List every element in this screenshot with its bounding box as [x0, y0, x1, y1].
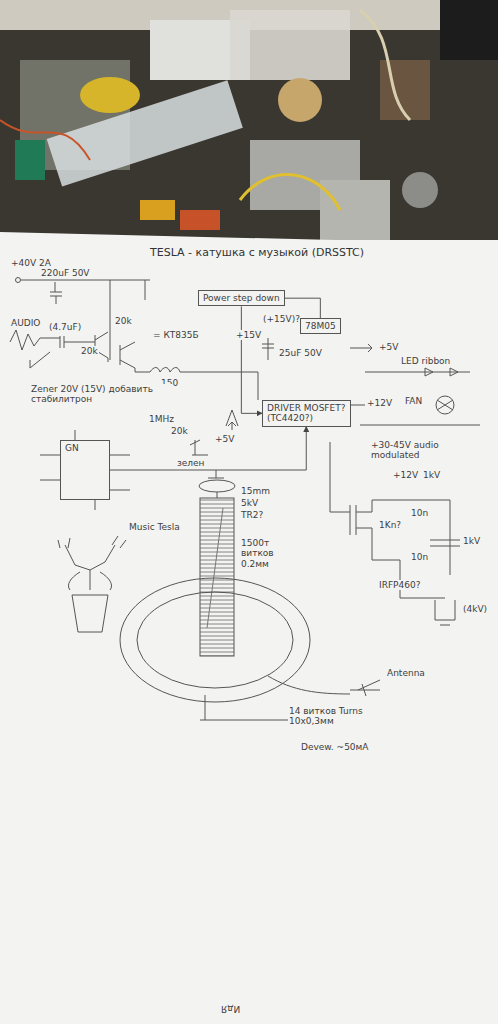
- regulator-box: 78M05: [300, 318, 341, 334]
- schematic-label: (4kV): [462, 604, 488, 614]
- schematic-label: +5V: [378, 342, 399, 352]
- schematic-label: +15V: [235, 330, 262, 340]
- schematic-label: IRFP460?: [378, 580, 421, 590]
- schematic-label: 1kV: [462, 536, 481, 546]
- schematic-label: +5V: [214, 434, 235, 444]
- schematic-label: +12V: [366, 398, 393, 408]
- workbench-photo: [0, 0, 498, 240]
- schematic-label: 15mm: [240, 486, 271, 496]
- schematic-label: (+15V)?: [262, 314, 301, 324]
- node-text: 14 витков Turns 10x0,3мм: [288, 706, 410, 727]
- ring-outline: [118, 576, 312, 704]
- schematic-label: Music Tesla: [128, 522, 190, 532]
- schematic-label: ИдЯ: [220, 1004, 241, 1014]
- primary-coil: 14 витков Turns 10x0,3мм: [118, 576, 312, 704]
- schematic-label: 20k: [170, 426, 189, 436]
- wire-connector: [110, 427, 306, 470]
- schematic-label: Zener 20V (15V) добавить стабилитрон: [30, 384, 172, 405]
- coil-outline: [195, 478, 305, 668]
- schematic-label: 1kV: [422, 470, 441, 480]
- node-text: (TC4420?): [267, 413, 346, 423]
- schematic-label: Devew. ~50мА: [300, 742, 370, 752]
- diagram-title: TESLA - катушка с музыкой (DRSSTC): [150, 246, 364, 259]
- node-text: 78M05: [305, 321, 336, 331]
- schematic-label: 20k: [80, 346, 99, 356]
- node-text: 1500т витков 0.2мм: [240, 538, 300, 569]
- wire-connector: [241, 306, 262, 413]
- schematic-label: AUDIO: [10, 318, 41, 328]
- schematic-label: 5kV: [240, 498, 259, 508]
- schematic-label: LED ribbon: [400, 356, 451, 366]
- secondary-coil: 1500т витков 0.2мм: [195, 478, 305, 668]
- schematic-label: 220uF 50V: [40, 268, 91, 278]
- node-text: Power step down: [203, 293, 280, 303]
- schematic-label: +40V 2A: [10, 258, 52, 268]
- schematic-label: = КТ835Б: [152, 330, 200, 340]
- schematic-label: 1Kn?: [378, 520, 402, 530]
- schematic-label: 10n: [410, 552, 429, 562]
- regulator-box: Power step down: [198, 290, 285, 306]
- schematic-wires: [10, 278, 480, 721]
- music-tesla-sketch: [58, 536, 126, 632]
- schematic-label: +30-45V audio modulated: [370, 440, 482, 461]
- schematic-label: зелен: [176, 458, 206, 468]
- node-text: DRIVER MOSFET?: [267, 403, 346, 413]
- schematic-label: +12V: [392, 470, 419, 480]
- node-text: GN: [65, 443, 105, 453]
- schematic-label: 25uF 50V: [278, 348, 323, 358]
- schematic-label: Antenna: [386, 668, 426, 678]
- schematic-label: 10n: [410, 508, 429, 518]
- paper-sheet: [0, 232, 498, 1024]
- schematic-label: 20k: [114, 316, 133, 326]
- schematic-label: (4.7uF): [48, 322, 82, 332]
- schematic-label: FAN: [404, 396, 423, 406]
- schematic-label: TR2?: [240, 510, 264, 520]
- oscillator-ic: GN: [60, 440, 110, 500]
- schematic-label: 1MHz: [148, 414, 175, 424]
- driver-box: DRIVER MOSFET?(TC4420?): [262, 400, 351, 427]
